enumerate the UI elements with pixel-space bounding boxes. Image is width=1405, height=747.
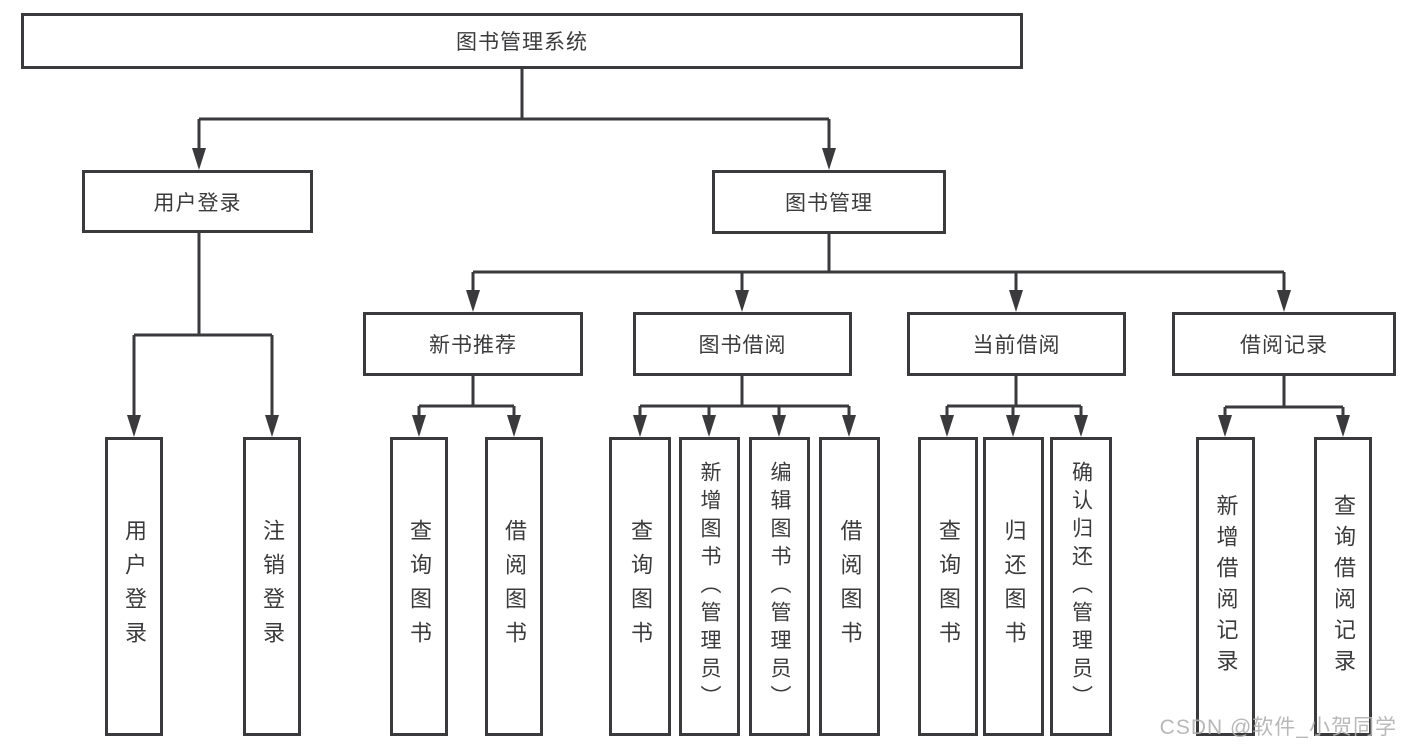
- leaf-node-user-login: 用户登录: [105, 437, 163, 736]
- node-label: 归还图书: [1001, 518, 1027, 655]
- leaf-node-query-books-current: 查询图书: [918, 437, 978, 736]
- csdn-watermark: CSDN @软件_小贺同学: [1159, 716, 1397, 739]
- node-label: 用户登录: [153, 191, 242, 215]
- leaf-node-edit-book-admin: 编辑图书（管理员）: [749, 437, 810, 736]
- leaf-node-query-borrow-record: 查询借阅记录: [1314, 437, 1372, 736]
- node-label: 新书推荐: [429, 334, 517, 357]
- leaf-node-borrow-books: 借阅图书: [819, 437, 880, 736]
- node-label: 注销登录: [260, 518, 285, 655]
- leaf-node-query-books-recommend: 查询图书: [390, 437, 448, 736]
- leaf-node-query-books-borrow: 查询图书: [609, 437, 671, 736]
- node-label: 新增图书（管理员）: [698, 460, 721, 713]
- node-label: 查询借阅记录: [1331, 493, 1356, 680]
- node-label: 图书管理: [785, 192, 873, 215]
- node-label: 查询图书: [936, 518, 961, 655]
- node-label: 查询图书: [407, 518, 432, 655]
- node-label: 编辑图书（管理员）: [768, 460, 791, 713]
- leaf-node-logout: 注销登录: [243, 437, 301, 736]
- node-label: 借阅图书: [837, 518, 863, 655]
- node-label: 图书管理系统: [456, 31, 588, 54]
- leaf-node-add-book-admin: 新增图书（管理员）: [679, 437, 740, 736]
- node-label: 当前借阅: [972, 334, 1061, 357]
- node-label: 用户登录: [122, 518, 147, 655]
- node-book-borrow: 图书借阅: [633, 312, 852, 376]
- node-root-library-system: 图书管理系统: [21, 13, 1023, 69]
- node-book-management: 图书管理: [712, 170, 946, 234]
- node-new-book-recommend: 新书推荐: [363, 312, 583, 376]
- node-borrow-records: 借阅记录: [1172, 312, 1396, 376]
- node-label: 新增借阅记录: [1213, 493, 1239, 680]
- leaf-node-add-borrow-record: 新增借阅记录: [1196, 437, 1255, 736]
- leaf-node-confirm-return-admin: 确认归还（管理员）: [1050, 437, 1112, 736]
- leaf-node-borrow-books-recommend: 借阅图书: [485, 437, 543, 736]
- leaf-node-return-book: 归还图书: [983, 437, 1044, 736]
- node-user-login: 用户登录: [82, 170, 313, 233]
- node-label: 图书借阅: [698, 334, 787, 357]
- node-current-borrow: 当前借阅: [907, 312, 1126, 376]
- node-label: 查询图书: [628, 518, 653, 655]
- node-label: 借阅图书: [502, 518, 527, 655]
- node-label: 确认归还（管理员）: [1069, 460, 1093, 713]
- node-label: 借阅记录: [1240, 334, 1328, 357]
